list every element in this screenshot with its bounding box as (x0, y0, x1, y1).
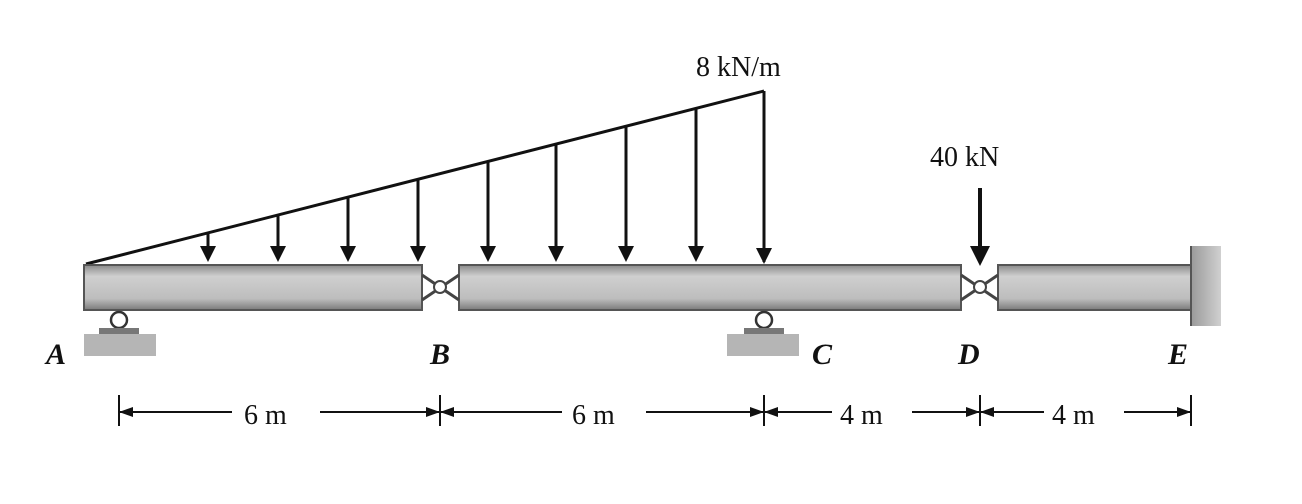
beam-segment-de (997, 264, 1192, 311)
load-arrow-head (688, 246, 704, 262)
dimension-label-ab: 6 m (244, 400, 287, 431)
load-arrow-head (340, 246, 356, 262)
distributed-load-label: 8 kN/m (696, 52, 781, 83)
beam-segment-ab (83, 264, 423, 311)
hinge-b (421, 273, 460, 302)
point-label-e: E (1167, 338, 1188, 371)
fixed-support-e (1190, 246, 1221, 326)
load-arrow-head (618, 246, 634, 262)
point-label-b: B (429, 338, 450, 371)
roller-support-a (84, 310, 156, 356)
load-arrow-head (548, 246, 564, 262)
point-label-d: D (957, 338, 980, 371)
load-arrow-head (270, 246, 286, 262)
point-label-a: A (44, 338, 66, 371)
beam (83, 264, 1192, 311)
dimension-label-de: 4 m (1052, 400, 1095, 431)
load-arrow-head (756, 248, 772, 264)
dimension-label-cd: 4 m (840, 400, 883, 431)
point-label-c: C (812, 338, 833, 371)
point-load-label: 40 kN (930, 142, 999, 173)
distributed-load (85, 89, 772, 266)
beam-segment-bd (458, 264, 962, 311)
load-arrows (200, 108, 704, 262)
point-load-arrow-head (970, 246, 990, 266)
load-arrow-head (410, 246, 426, 262)
dimension-label-bc: 6 m (572, 400, 615, 431)
point-load-d (970, 188, 990, 266)
load-slope-line (85, 89, 765, 266)
dimension-lines (118, 395, 1192, 426)
load-arrow-head (200, 246, 216, 262)
hinge-d (960, 273, 999, 302)
load-arrow-head (480, 246, 496, 262)
roller-support-c (727, 310, 799, 356)
